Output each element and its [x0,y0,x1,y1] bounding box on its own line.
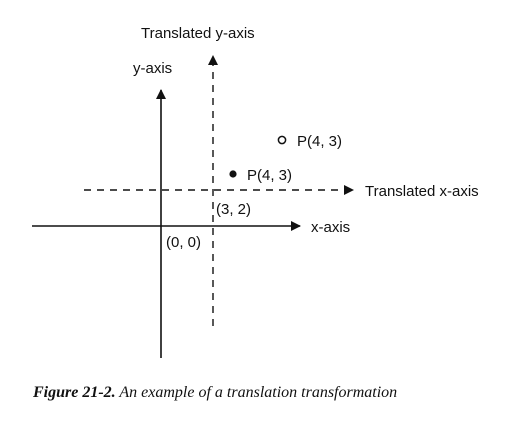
translated-point-label: P(4, 3) [297,133,342,150]
figure-caption: Figure 21-2. An example of a translation… [33,384,397,402]
translation-diagram: Translated y-axis y-axis P(4, 3) P(4, 3)… [32,25,479,358]
figure-caption-text: An example of a translation transformati… [119,384,398,401]
offset-label: (3, 2) [216,201,251,218]
origin-label: (0, 0) [166,234,201,251]
original-point-marker [229,170,237,178]
translated-point-marker [277,135,287,145]
translated-x-axis-label: Translated x-axis [365,183,479,200]
y-axis-label: y-axis [133,60,172,77]
figure-number: Figure 21-2. [33,384,116,401]
translated-y-axis-label: Translated y-axis [141,25,255,42]
original-point-label: P(4, 3) [247,167,292,184]
x-axis-label: x-axis [311,219,350,236]
